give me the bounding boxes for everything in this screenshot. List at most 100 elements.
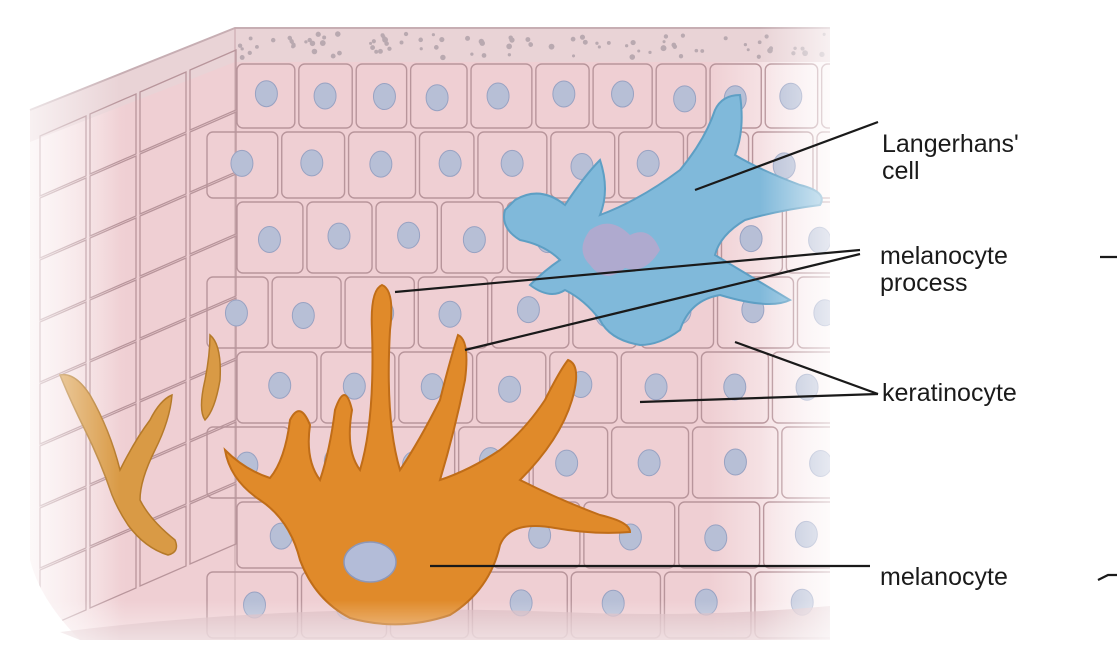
surface-speckle: [629, 54, 635, 60]
keratinocyte-nucleus: [637, 150, 659, 176]
keratinocyte-nucleus: [426, 85, 448, 111]
keratinocyte-nucleus: [439, 301, 461, 327]
keratinocyte-nucleus: [301, 150, 323, 176]
label-melanocyte-process-line1: melanocyte: [880, 243, 1008, 270]
keratinocyte-nucleus: [499, 376, 521, 402]
surface-speckle: [378, 49, 383, 54]
surface-speckle: [663, 40, 666, 43]
surface-speckle: [240, 55, 245, 60]
surface-speckle: [470, 53, 473, 56]
surface-speckle: [528, 42, 533, 47]
surface-speckle: [255, 45, 259, 49]
surface-speckle: [747, 48, 750, 51]
surface-speckle: [571, 37, 576, 42]
surface-speckle: [661, 45, 667, 51]
surface-speckle: [506, 44, 512, 50]
surface-speckle: [400, 40, 404, 44]
surface-speckle: [549, 44, 555, 50]
surface-speckle: [369, 42, 372, 45]
surface-speckle: [440, 55, 445, 60]
surface-speckle: [304, 40, 307, 43]
surface-speckle: [271, 38, 275, 42]
surface-speckle: [631, 40, 636, 45]
surface-speckle: [293, 44, 296, 47]
keratinocyte-nucleus: [314, 83, 336, 109]
keratinocyte-nucleus: [373, 84, 395, 110]
label-langerhans-line2: cell: [882, 158, 1019, 185]
surface-speckle: [672, 44, 677, 49]
surface-speckle: [637, 49, 640, 52]
label-langerhans-cell: Langerhans' cell: [882, 131, 1019, 185]
surface-speckle: [370, 45, 375, 50]
surface-speckle: [320, 40, 326, 46]
keratinocyte-nucleus: [463, 227, 485, 253]
surface-speckle: [625, 44, 628, 47]
keratinocyte-nucleus: [269, 372, 291, 398]
keratinocyte-nucleus: [487, 83, 509, 109]
surface-speckle: [434, 45, 439, 50]
surface-speckle: [482, 53, 487, 58]
surface-speckle: [241, 47, 244, 50]
keratinocyte-nucleus: [501, 150, 523, 176]
surface-speckle: [248, 51, 252, 55]
surface-speckle: [249, 36, 253, 40]
label-melanocyte-process: melanocyte process: [880, 243, 1008, 297]
keratinocyte-nucleus: [370, 151, 392, 177]
leader-line-melanocyte-tail: [1098, 575, 1117, 580]
surface-speckle: [335, 31, 341, 37]
keratinocyte-nucleus: [258, 227, 280, 253]
surface-speckle: [508, 53, 511, 56]
keratinocyte-nucleus: [255, 81, 277, 107]
label-melanocyte: melanocyte: [880, 564, 1008, 591]
surface-speckle: [580, 35, 585, 40]
surface-speckle: [598, 45, 601, 48]
label-keratinocyte: keratinocyte: [882, 380, 1017, 407]
surface-speckle: [307, 38, 311, 42]
keratinocyte-nucleus: [638, 450, 660, 476]
surface-speckle: [525, 37, 530, 42]
keratinocyte-nucleus: [225, 300, 247, 326]
surface-speckle: [238, 44, 242, 48]
keratinocyte-nucleus: [556, 450, 578, 476]
keratinocyte-nucleus: [292, 302, 314, 328]
surface-speckle: [387, 47, 391, 51]
surface-speckle: [744, 43, 747, 46]
surface-speckle: [465, 36, 470, 41]
keratinocyte-nucleus: [724, 449, 746, 475]
surface-speckle: [372, 39, 376, 43]
surface-speckle: [420, 47, 423, 50]
surface-speckle: [700, 49, 704, 53]
keratinocyte-nucleus: [612, 81, 634, 107]
surface-speckle: [572, 54, 575, 57]
keratinocyte-nucleus: [398, 222, 420, 248]
keratinocyte-nucleus: [231, 150, 253, 176]
surface-speckle: [681, 34, 685, 38]
surface-speckle: [509, 37, 514, 42]
keratinocyte-nucleus: [328, 223, 350, 249]
surface-speckle: [322, 36, 326, 40]
keratinocyte-nucleus: [517, 297, 539, 323]
keratinocyte-nucleus: [705, 525, 727, 551]
surface-speckle: [439, 37, 444, 42]
surface-speckle: [432, 33, 435, 36]
surface-speckle: [316, 32, 321, 37]
surface-speckle: [724, 36, 728, 40]
surface-speckle: [337, 51, 342, 56]
surface-speckle: [583, 40, 588, 45]
keratinocyte-nucleus: [645, 374, 667, 400]
surface-speckle: [648, 51, 651, 54]
surface-speckle: [382, 37, 388, 43]
keratinocyte-nucleus: [724, 374, 746, 400]
keratinocyte-nucleus: [674, 86, 696, 112]
surface-speckle: [607, 41, 611, 45]
surface-speckle: [418, 38, 423, 43]
keratinocyte-nucleus: [553, 81, 575, 107]
keratinocyte-nucleus: [439, 150, 461, 176]
surface-speckle: [595, 42, 598, 45]
surface-speckle: [679, 54, 683, 58]
label-melanocyte-process-line2: process: [880, 270, 1008, 297]
surface-speckle: [312, 49, 318, 55]
label-langerhans-line1: Langerhans': [882, 131, 1019, 158]
surface-speckle: [331, 54, 336, 59]
